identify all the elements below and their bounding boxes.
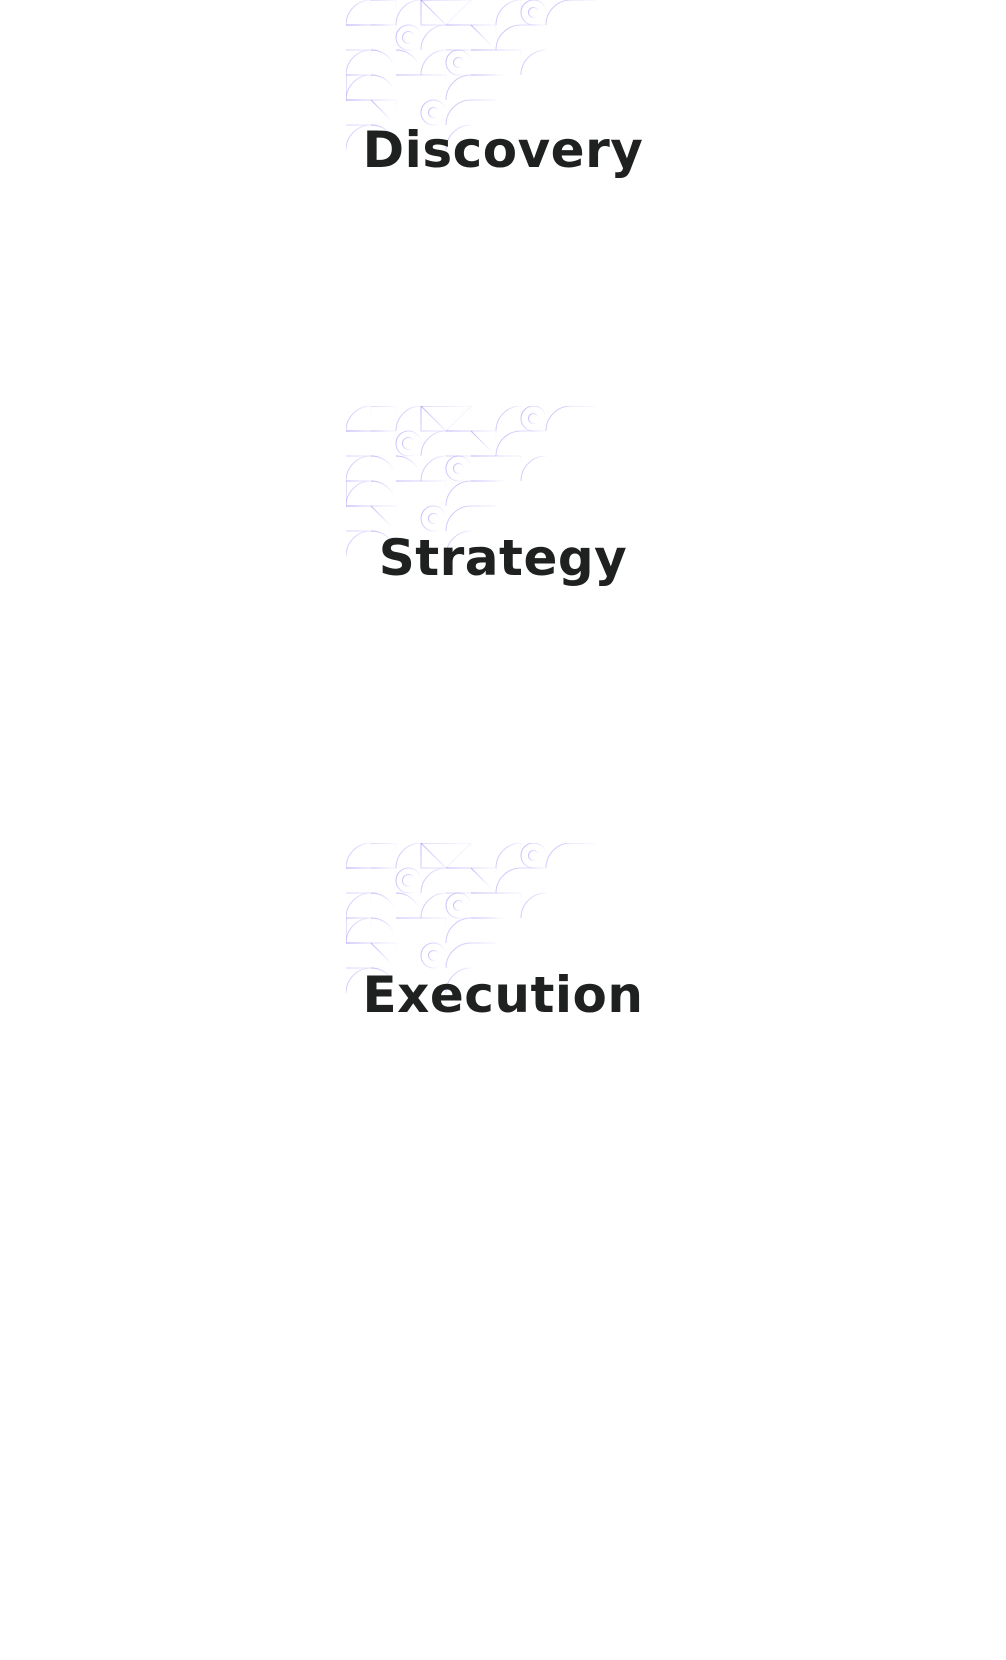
phase-execution: Execution [0, 843, 1006, 1043]
phase-strategy: Strategy [0, 406, 1006, 606]
phase-title: Discovery [362, 121, 644, 179]
phase-title: Execution [362, 966, 644, 1024]
phase-discovery: Discovery [0, 0, 1006, 200]
geometric-pattern-icon [346, 843, 596, 993]
geometric-pattern-icon [346, 0, 596, 150]
geometric-pattern-icon [346, 406, 596, 556]
phase-title: Strategy [378, 529, 628, 587]
